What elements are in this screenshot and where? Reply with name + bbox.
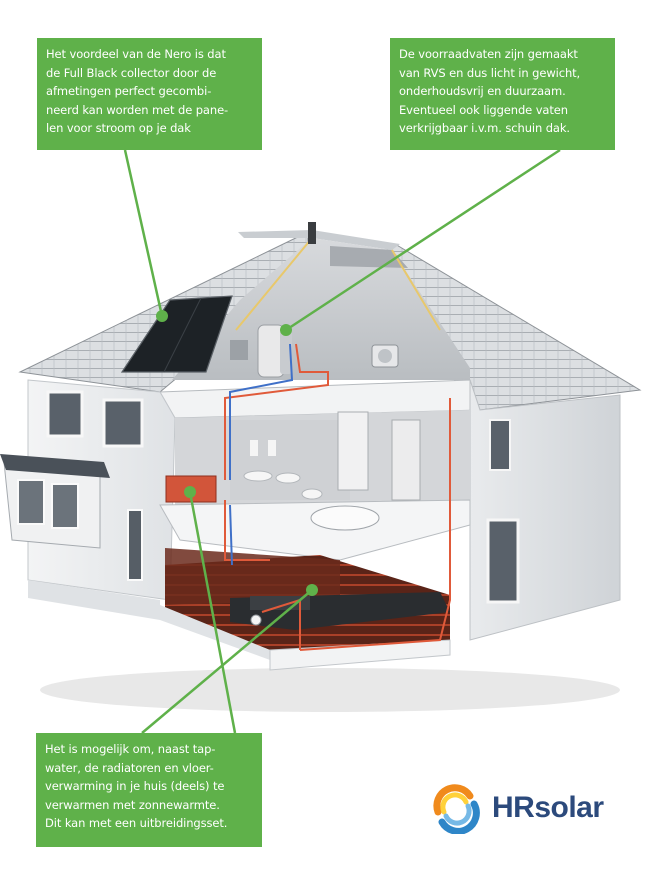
callout-line: afmetingen perfect gecombi-: [46, 84, 212, 98]
pipe-red: [224, 343, 451, 651]
callout-line: verkrijgbaar i.v.m. schuin dak.: [399, 121, 570, 135]
leader-line-collector: [123, 149, 164, 317]
roof-vent: [308, 222, 316, 244]
callout-line: verwarming in je huis (deels) te: [45, 779, 225, 793]
callout-line: onderhoudsvrij en duurzaam.: [399, 84, 566, 98]
callout-line: de Full Black collector door de: [46, 65, 217, 80]
callout-line: Het is mogelijk om, naast tap-: [45, 742, 216, 756]
solar-collector: [120, 295, 233, 373]
callout-line: Dit kan met een uitbreidingsset.: [45, 816, 228, 830]
first-floor-slab: [159, 499, 471, 561]
brand-name: HRsolar: [492, 791, 604, 824]
callout-line: van RVS en dus licht in gewicht,: [399, 65, 581, 80]
bathtub: [310, 505, 380, 531]
callout-line: De voorraadvaten zijn gemaakt: [399, 47, 578, 61]
callout-line: water, de radiatoren en vloer-: [45, 760, 214, 775]
callout-heating: Het is mogelijk om, naast tap- water, de…: [36, 733, 262, 847]
callout-line: len voor stroom op je dak: [46, 121, 191, 135]
leader-line-radiator: [188, 491, 237, 734]
callout-line: verwarmen met zonnewarmte.: [45, 797, 220, 812]
callout-line: neerd kan worden met de pane-: [46, 102, 229, 117]
pipe-blue: [229, 343, 294, 566]
callout-collector: Het voordeel van de Nero is dat de Full …: [37, 38, 262, 150]
leader-line-tank: [285, 148, 561, 332]
leader-line-floor: [141, 589, 313, 734]
hrsolar-logo: HRsolar: [430, 780, 630, 836]
callout-line: Het voordeel van de Nero is dat: [46, 47, 226, 61]
ground-shadow: [40, 668, 620, 712]
callout-line: Eventueel ook liggende vaten: [399, 102, 568, 117]
hrsolar-logo-mark-icon: [433, 784, 480, 834]
callout-storage-tank: De voorraadvaten zijn gemaakt van RVS en…: [390, 38, 615, 150]
